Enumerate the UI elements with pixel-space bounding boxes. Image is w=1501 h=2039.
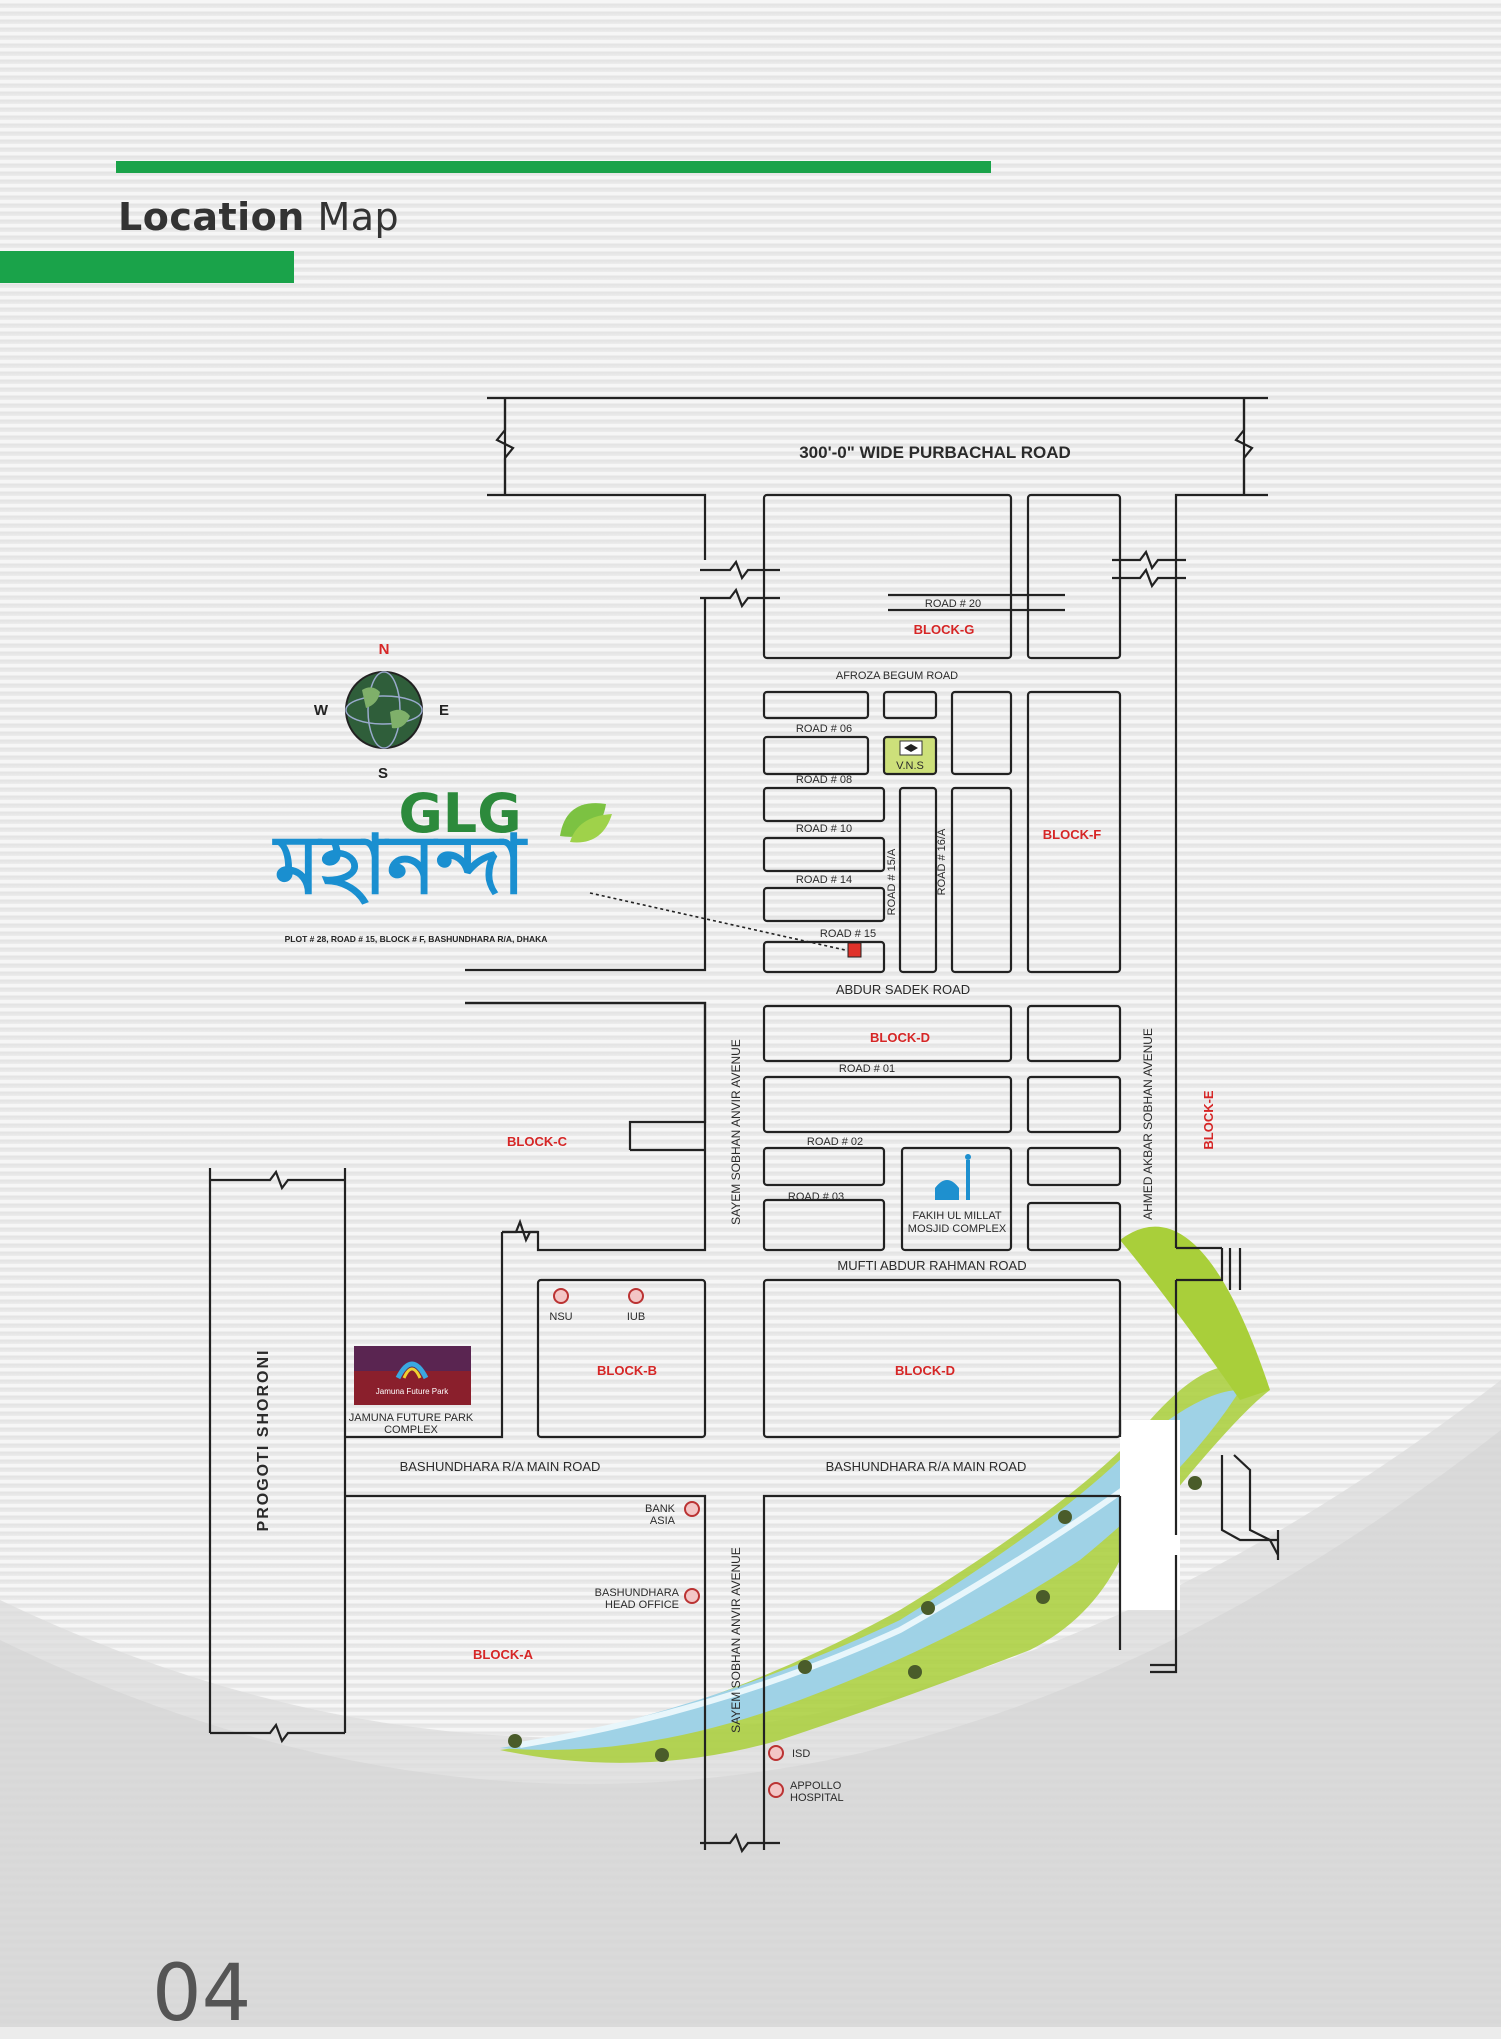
label-road01: ROAD # 01 <box>839 1063 895 1075</box>
compass-s: S <box>378 765 388 782</box>
location-pin-icon <box>684 1501 700 1517</box>
apollo-landmark: APPOLLO HOSPITAL <box>768 1780 844 1804</box>
label-sayem-1: SAYEM SOBHAN ANVIR AVENUE <box>729 1039 743 1225</box>
isd-landmark: ISD <box>768 1745 810 1761</box>
page-number: 04 <box>152 1949 252 2039</box>
label-progoti: PROGOTI SHORONI <box>255 1349 272 1532</box>
pointer-line <box>589 892 846 951</box>
label-head-1: BASHUNDHARA <box>595 1587 680 1599</box>
label-road03: ROAD # 03 <box>788 1191 844 1203</box>
label-bank-1: BANK <box>645 1503 676 1515</box>
label-road02: ROAD # 02 <box>807 1136 863 1148</box>
label-road08: ROAD # 08 <box>796 774 852 786</box>
logo-script: মহানন্দা <box>272 818 529 913</box>
logo-address: PLOT # 28, ROAD # 15, BLOCK # F, BASHUND… <box>285 934 548 944</box>
location-pin-icon <box>628 1288 644 1304</box>
label-road15: ROAD # 15 <box>820 928 876 940</box>
jamuna-landmark: Jamuna Future Park JAMUNA FUTURE PARK CO… <box>349 1346 474 1436</box>
top-accent-bar <box>116 161 991 173</box>
label-head-2: HEAD OFFICE <box>605 1599 679 1611</box>
bank-asia-landmark: BANK ASIA <box>645 1501 700 1527</box>
block-d-bottom: BLOCK-D <box>895 1363 955 1378</box>
head-office-landmark: BASHUNDHARA HEAD OFFICE <box>595 1587 700 1611</box>
label-apollo-1: APPOLLO <box>790 1780 842 1792</box>
label-road10: ROAD # 10 <box>796 823 852 835</box>
mosque-icon <box>935 1154 971 1200</box>
label-abdur-sadek: ABDUR SADEK ROAD <box>836 982 970 997</box>
label-ahmed-akbar: AHMED AKBAR SOBHAN AVENUE <box>1141 1028 1155 1220</box>
compass-w: W <box>314 702 329 719</box>
label-main-road-right: BASHUNDHARA R/A MAIN ROAD <box>826 1459 1027 1474</box>
logo-brand: GLG <box>398 782 521 845</box>
page-title: Location Map <box>118 195 399 239</box>
label-road16a: ROAD # 16/A <box>936 828 948 895</box>
side-accent-bar <box>0 251 294 283</box>
block-a: BLOCK-A <box>473 1647 534 1662</box>
vns-landmark: V.N.S <box>896 740 924 772</box>
label-mosque-2: MOSJID COMPLEX <box>908 1223 1007 1235</box>
label-mufti: MUFTI ABDUR RAHMAN ROAD <box>837 1258 1026 1273</box>
label-road06: ROAD # 06 <box>796 723 852 735</box>
block-e: BLOCK-E <box>1201 1090 1216 1150</box>
label-mosque-1: FAKIH UL MILLAT <box>912 1210 1002 1222</box>
block-f: BLOCK-F <box>1043 827 1102 842</box>
label-jamuna-1: JAMUNA FUTURE PARK <box>349 1412 474 1424</box>
project-site-marker <box>847 942 862 958</box>
label-nsu: NSU <box>549 1311 572 1323</box>
block-g: BLOCK-G <box>914 622 975 637</box>
label-jamuna-2: COMPLEX <box>384 1424 438 1436</box>
compass-e: E <box>439 702 449 719</box>
compass-n: N <box>379 641 390 658</box>
label-vns: V.N.S <box>896 760 924 772</box>
label-isd: ISD <box>792 1748 810 1760</box>
label-sayem-2: SAYEM SOBHAN ANVIR AVENUE <box>729 1547 743 1733</box>
location-pin-icon <box>768 1782 784 1798</box>
jamuna-logo-text: Jamuna Future Park <box>376 1387 449 1396</box>
label-afroza: AFROZA BEGUM ROAD <box>836 670 958 682</box>
globe-icon <box>345 671 423 749</box>
label-road20: ROAD # 20 <box>925 598 981 610</box>
compass: N S E W <box>314 641 449 782</box>
label-bank-2: ASIA <box>650 1515 676 1527</box>
label-purbachal: 300'-0" WIDE PURBACHAL ROAD <box>799 443 1071 462</box>
graduation-cap-icon <box>904 744 918 752</box>
title-light: Map <box>317 195 400 239</box>
project-logo: GLG মহানন্দা PLOT # 28, ROAD # 15, BLOCK… <box>272 782 612 944</box>
road-network <box>208 396 1280 1854</box>
nsu-landmark: NSU <box>549 1288 573 1323</box>
iub-landmark: IUB <box>627 1288 645 1323</box>
title-bold: Location <box>118 195 305 239</box>
label-road14: ROAD # 14 <box>796 874 852 886</box>
label-main-road-left: BASHUNDHARA R/A MAIN ROAD <box>400 1459 601 1474</box>
label-road15a: ROAD # 15/A <box>886 848 898 915</box>
label-apollo-2: HOSPITAL <box>790 1792 844 1804</box>
block-b: BLOCK-B <box>597 1363 657 1378</box>
location-pin-icon <box>768 1745 784 1761</box>
location-pin-icon <box>553 1288 569 1304</box>
map-mask <box>1120 1420 1180 1610</box>
block-c: BLOCK-C <box>507 1134 568 1149</box>
location-pin-icon <box>684 1588 700 1604</box>
mosque-landmark: FAKIH UL MILLAT MOSJID COMPLEX <box>908 1154 1007 1235</box>
block-d-top: BLOCK-D <box>870 1030 930 1045</box>
label-iub: IUB <box>627 1311 645 1323</box>
